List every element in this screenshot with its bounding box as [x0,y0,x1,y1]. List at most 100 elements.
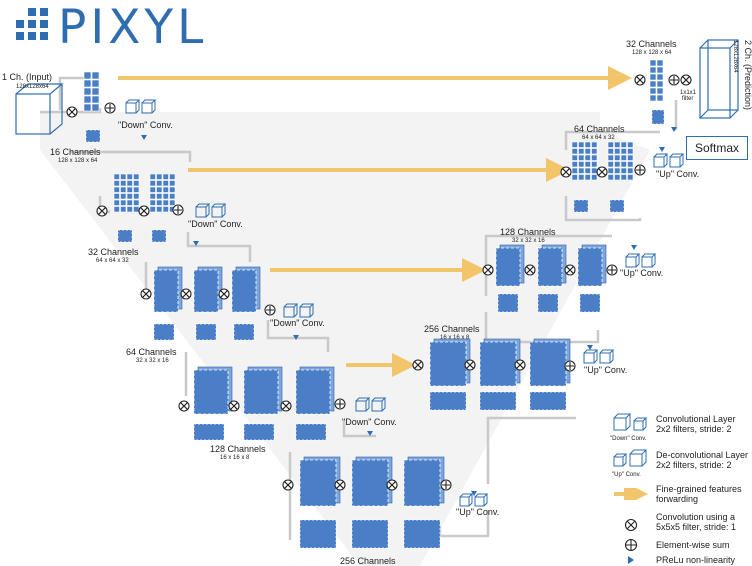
feature-slab [299,519,337,549]
sum-plus-icon [172,204,184,216]
feature-map-block [351,456,393,507]
sum-plus-icon [624,538,638,552]
conv-cube-pair-icon [355,397,387,412]
down-conv-label-1: "Down" Conv. [118,120,173,130]
feature-slab [573,199,589,213]
forward-arrow-icon [614,488,648,500]
conv-icon-label: "Down" Conv. [610,436,647,442]
legend-deconv: "Up" Conv. De-convolutional Layer 2x2 fi… [610,448,752,478]
conv-multiply-icon [282,479,294,491]
output-dims: 128x128x64 [732,40,738,73]
logo-grid-icon [16,7,48,40]
conv-multiply-icon [680,74,692,86]
conv-cube-pair-icon [195,203,227,218]
feature-map-block [479,338,521,387]
legend-conv: "Down" Conv. Convolutional Layer 2x2 fil… [610,412,752,442]
pixyl-logo: PIXYL [10,4,207,51]
feature-map-block [295,366,335,415]
prelu-triangle-icon [659,147,665,152]
legend-sum: Element-wise sum [610,538,752,552]
sum-plus-icon [334,398,346,410]
deconv-title: De-convolutional Layer [656,450,749,460]
feature-slab [295,423,327,441]
operator-symbols [66,74,692,496]
conv-multiply-icon [482,264,494,276]
feature-slab [351,519,389,549]
feature-slab [579,293,601,313]
up-conv-label-2: "Up" Conv. [584,365,627,375]
prelu-triangle-icon [628,556,634,564]
feature-slab [429,391,467,411]
sum-plus-icon [634,164,646,176]
l1-dims: 128 x 128 x 64 [58,158,98,164]
conv-multiply-icon [386,479,398,491]
down-conv-label-2: "Down" Conv. [188,219,243,229]
conv-cubes [125,99,685,507]
up-conv-label-1: "Up" Conv. [456,507,499,517]
conv-multiply-icon [180,288,192,300]
softmax-box: Softmax [686,136,748,160]
conv-cube-pair-icon [125,99,157,114]
prelu-text: PReLu non-linearity [656,555,736,565]
funnel-background [40,112,650,566]
prelu-triangle-icon [193,241,199,246]
conv5-text-1: Convolution using a [656,512,736,522]
conv-multiply-icon [66,106,78,118]
l2-dims: 64 x 64 x 32 [96,258,129,264]
r3-label: 128 Channels [500,227,556,237]
feature-slab [153,323,175,341]
conv-multiply-icon [564,264,576,276]
sum-text: Element-wise sum [656,540,730,550]
prelu-triangle-icon [471,491,477,496]
forwarding-arrows [118,66,632,377]
conv-multiply-icon [634,74,646,86]
feature-slab [529,391,567,411]
deconv-desc: 2x2 filters, stride: 2 [656,460,732,470]
up-conv-label-4: "Up" Conv. [656,169,699,179]
conv-desc: 2x2 filters, stride: 2 [656,424,732,434]
conv-multiply-icon [138,205,150,217]
conv-title: Convolutional Layer [656,414,736,424]
prelu-triangle-icon [293,335,299,340]
feature-cube-grid [83,71,100,112]
deconv-icon-label: "Up" Conv. [612,472,641,478]
l2-label: 32 Channels [88,247,139,257]
feature-slab [193,423,225,441]
down-conv-label-4: "Down" Conv. [342,417,397,427]
conv-cube-pair-icon [459,493,489,507]
conv-cube-pair-icon [653,153,685,168]
prelu-triangle-icon [367,431,373,436]
r3-dims: 32 x 32 x 16 [512,238,545,244]
up-conv-label-3: "Up" Conv. [620,268,663,278]
filter-label: 1x1x1 [680,90,697,96]
output-volume [699,39,739,119]
conv-cube-pair-icon [283,303,315,318]
r2-dims: 64 x 64 x 32 [582,135,615,141]
conv-multiply-icon [218,288,230,300]
sum-plus-icon [564,360,576,372]
r1-label: 32 Channels [626,39,677,49]
conv-multiply-icon [596,166,608,178]
feature-slab [497,293,519,313]
feature-map-block [243,366,283,415]
feature-cube-grid [571,141,598,181]
conv-multiply-icon [96,205,108,217]
feature-map-block [495,244,525,287]
input-volume [15,83,64,135]
sum-plus-icon [440,479,452,491]
feature-cube-grid [149,173,176,213]
sum-plus-icon [104,102,116,114]
feature-map-block [193,366,233,415]
l4-dims: 16 x 16 x 8 [220,455,250,461]
conv-multiply-icon [412,359,424,371]
softmax-label: Softmax [694,141,739,155]
legend-forward: Fine-grained features forwarding [610,484,752,508]
conv-multiply-icon [228,400,240,412]
l4-label: 128 Channels [210,444,266,454]
conv-cube-pair-icon [625,253,657,268]
feature-slab [403,519,441,549]
feature-slab [537,293,559,313]
feature-map-block [429,338,471,387]
